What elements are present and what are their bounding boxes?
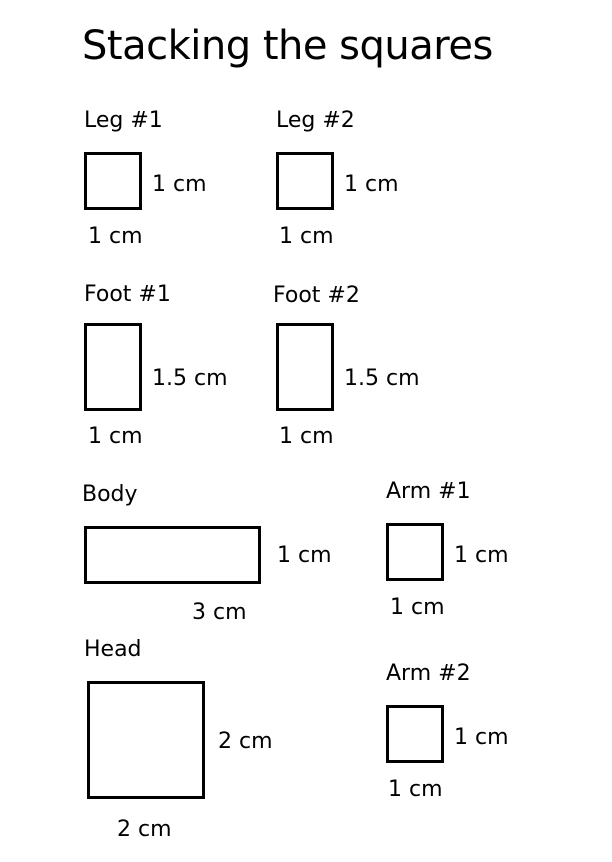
leg-2-bottom-label: 1 cm — [279, 224, 334, 249]
leg-1-side-label: 1 cm — [152, 172, 207, 197]
leg-2-side-label: 1 cm — [344, 172, 399, 197]
foot-2-bottom-label: 1 cm — [279, 424, 334, 449]
foot-2-name: Foot #2 — [273, 283, 360, 308]
leg-1-name: Leg #1 — [84, 108, 163, 133]
foot-1-name: Foot #1 — [84, 282, 171, 307]
body-name: Body — [82, 482, 138, 507]
head-side-label: 2 cm — [218, 729, 273, 754]
foot-1-side-label: 1.5 cm — [152, 366, 228, 391]
arm-2-side-label: 1 cm — [454, 725, 509, 750]
leg-1-square — [84, 152, 142, 210]
head-square — [87, 681, 205, 799]
arm-1-square — [386, 523, 444, 581]
leg-1-bottom-label: 1 cm — [88, 224, 143, 249]
body-bottom-label: 3 cm — [192, 600, 247, 625]
arm-1-name: Arm #1 — [386, 479, 471, 504]
body-rectangle — [84, 526, 261, 584]
arm-2-bottom-label: 1 cm — [388, 777, 443, 802]
foot-2-side-label: 1.5 cm — [344, 366, 420, 391]
head-bottom-label: 2 cm — [117, 817, 172, 842]
foot-1-bottom-label: 1 cm — [88, 424, 143, 449]
arm-1-bottom-label: 1 cm — [390, 595, 445, 620]
foot-2-rectangle — [276, 323, 334, 411]
page-title: Stacking the squares — [82, 23, 493, 69]
leg-2-square — [276, 152, 334, 210]
foot-1-rectangle — [84, 323, 142, 411]
arm-2-name: Arm #2 — [386, 661, 471, 686]
leg-2-name: Leg #2 — [276, 108, 355, 133]
arm-2-square — [386, 705, 444, 763]
head-name: Head — [84, 637, 142, 662]
body-side-label: 1 cm — [277, 543, 332, 568]
arm-1-side-label: 1 cm — [454, 543, 509, 568]
